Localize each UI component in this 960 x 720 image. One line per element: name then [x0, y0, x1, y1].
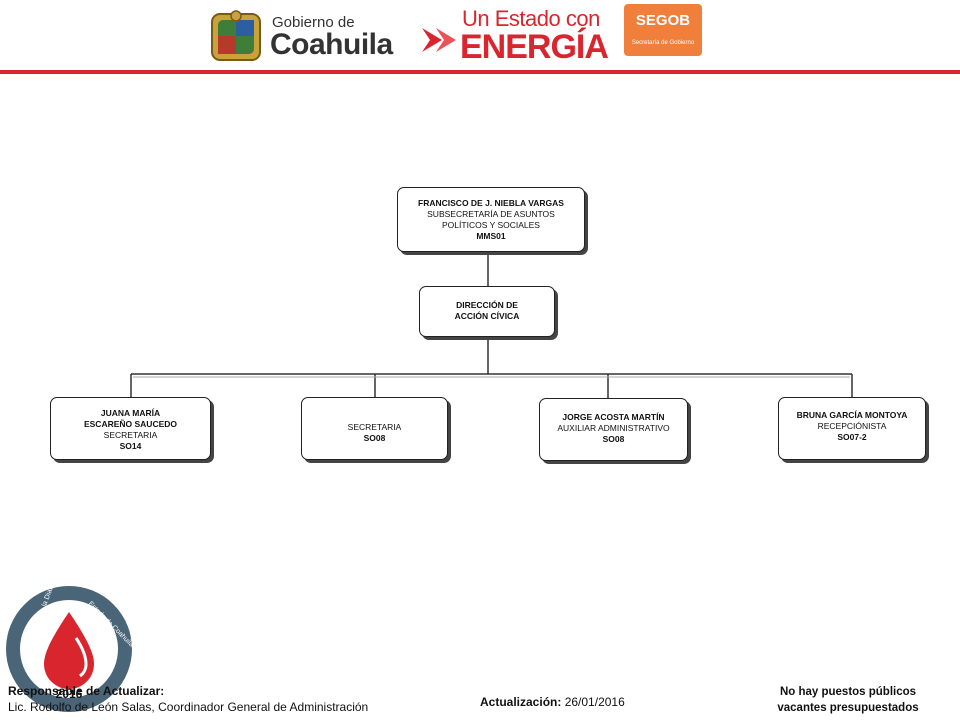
node-title-line2: POLÍTICOS Y SOCIALES: [442, 220, 540, 230]
node-role: AUXILIAR ADMINISTRATIVO: [557, 423, 670, 433]
header-divider: [0, 70, 960, 74]
segob-text: SEGOB: [635, 12, 691, 29]
org-node-recepcionista: BRUNA GARCÍA MONTOYA RECEPCIÓNISTA SO07-…: [778, 397, 926, 460]
update-info: Actualización: 26/01/2016: [480, 695, 625, 709]
vacancies-line2: vacantes presupuestados: [777, 702, 919, 714]
vacancies-line1: No hay puestos públicos: [779, 686, 917, 698]
diabetes-campaign-logo: 2016 La Lucha contra la Diabetes Estado …: [6, 586, 132, 712]
energia-text: ENERGÍA: [460, 28, 609, 66]
node-code: MMS01: [476, 231, 506, 241]
coahuila-shield-icon: [211, 10, 261, 61]
org-node-direccion: DIRECCIÓN DE ACCIÓN CÍVICA: [419, 286, 555, 337]
node-title-line1: DIRECCIÓN DE: [456, 300, 518, 310]
node-role: RECEPCIÓNISTA: [817, 421, 887, 431]
node-code: SO14: [119, 441, 142, 451]
node-code: SO08: [363, 433, 386, 443]
gobierno-coahuila-logo: Gobierno de Coahuila: [208, 8, 404, 64]
node-name-line1: JUANA MARÍA: [100, 408, 161, 418]
energia-arrow-icon: [422, 28, 456, 52]
org-node-auxiliar: JORGE ACOSTA MARTÍN AUXILIAR ADMINISTRAT…: [539, 398, 688, 461]
coahuila-text: Coahuila: [270, 28, 393, 61]
node-code: SO07-2: [837, 432, 867, 442]
segob-logo: SEGOB Secretaría de Gobierno: [624, 4, 702, 56]
estado-con-energia-logo: Un Estado con ENERGÍA: [420, 6, 610, 66]
node-code: SO08: [602, 434, 625, 444]
org-node-subsecretario: FRANCISCO DE J. NIEBLA VARGAS SUBSECRETA…: [397, 187, 585, 252]
diabetes-year: 2016: [56, 687, 83, 701]
node-name: BRUNA GARCÍA MONTOYA: [796, 410, 908, 420]
node-role: SECRETARIA: [103, 430, 158, 440]
responsible-label: Responsable de Actualizar:: [8, 684, 165, 698]
node-title-line2: ACCIÓN CÍVICA: [454, 311, 520, 321]
un-estado-con-text: Un Estado con: [462, 6, 600, 31]
update-date: 26/01/2016: [564, 695, 625, 709]
vacancies-note: No hay puestos públicos vacantes presupu…: [748, 684, 948, 716]
node-role: SECRETARIA: [347, 422, 402, 432]
org-node-secretaria-2: SECRETARIA SO08: [301, 397, 448, 460]
node-title-line1: SUBSECRETARÍA DE ASUNTOS: [427, 209, 555, 219]
node-name-line2: ESCAREÑO SAUCEDO: [83, 419, 178, 429]
header: Gobierno de Coahuila Un Estado con ENERG…: [0, 0, 960, 72]
node-name: JORGE ACOSTA MARTÍN: [562, 412, 665, 422]
node-name: FRANCISCO DE J. NIEBLA VARGAS: [418, 198, 564, 208]
org-node-secretaria-1: JUANA MARÍA ESCAREÑO SAUCEDO SECRETARIA …: [50, 397, 211, 460]
segob-subtitle: Secretaría de Gobierno: [631, 40, 695, 46]
update-label: Actualización:: [480, 695, 562, 709]
gobierno-de-text: Gobierno de: [272, 14, 355, 31]
responsible-name: Lic. Rodolfo de León Salas, Coordinador …: [8, 700, 369, 714]
